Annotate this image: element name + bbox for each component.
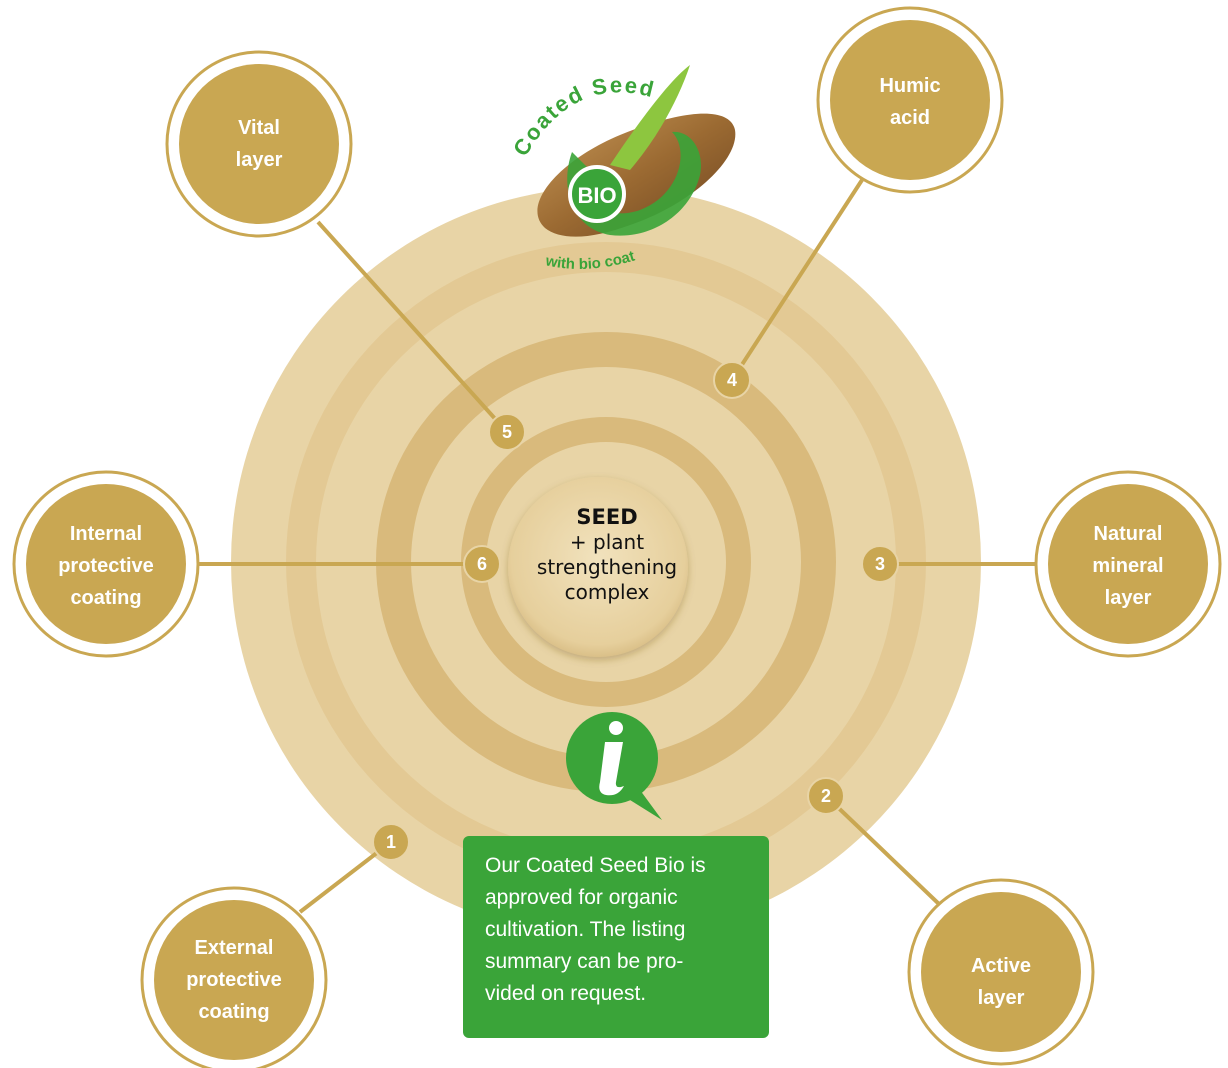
label-vital-layer: Vital layer — [184, 112, 334, 176]
label-line: External — [194, 937, 274, 959]
badge-number-6: 6 — [476, 554, 487, 574]
label-line: layer — [977, 987, 1025, 1009]
info-line: cultivation. The listing — [485, 918, 686, 941]
badge-number-2: 2 — [820, 786, 831, 806]
label-line: Humic — [879, 75, 941, 97]
badge-6 — [463, 545, 501, 583]
badge-number-5: 5 — [501, 422, 512, 442]
node-internal-protective-coating — [12, 470, 200, 658]
badge-4 — [713, 361, 751, 399]
badge-1 — [372, 823, 410, 861]
label-line: coating — [198, 1001, 270, 1023]
label-humic-acid: Humic acid — [835, 70, 985, 134]
label-line: protective — [58, 555, 154, 577]
outer-circles — [12, 6, 1222, 1068]
label-natural-mineral-layer: Natural mineral layer — [1053, 518, 1203, 614]
connector-lines — [198, 178, 1045, 914]
info-icon — [566, 712, 662, 820]
label-internal-protective-coating: Internal protective coating — [31, 518, 181, 614]
node-active-layer — [907, 878, 1095, 1066]
connector-1 — [298, 840, 393, 914]
sprout-leaf — [610, 65, 690, 170]
badge-number-1: 1 — [385, 832, 396, 852]
info-line: Our Coated Seed Bio is — [485, 854, 706, 877]
label-line: coating — [70, 587, 142, 609]
number-badges — [372, 361, 899, 861]
label-line: layer — [235, 149, 283, 171]
node-natural-mineral-layer — [1034, 470, 1222, 658]
node-humic-acid — [816, 6, 1004, 194]
seed-title: SEED — [576, 505, 638, 529]
badge-2 — [807, 777, 845, 815]
label-line: acid — [889, 107, 931, 129]
label-active-layer: Active layer — [926, 950, 1076, 1014]
seed-line-2: strengthening — [536, 555, 678, 579]
connector-2 — [824, 794, 942, 907]
seed-center-text: SEED + plant strengthening complex — [512, 505, 702, 605]
info-line: vided on request. — [485, 982, 647, 1005]
node-vital-layer — [165, 50, 353, 238]
label-line: protective — [186, 969, 282, 991]
info-line: summary can be pro- — [485, 950, 684, 973]
label-line: Vital — [238, 117, 280, 139]
badge-3 — [861, 545, 899, 583]
coated-seed-logo — [537, 65, 736, 237]
label-line: Natural — [1093, 523, 1163, 545]
info-line: approved for organic — [485, 886, 678, 909]
label-line: mineral — [1092, 555, 1164, 577]
node-external-protective-coating — [140, 886, 328, 1068]
organic-info-box: Our Coated Seed Bio is approved for orga… — [463, 836, 769, 1038]
label-external-protective-coating: External protective coating — [159, 932, 309, 1028]
bio-badge — [568, 165, 626, 223]
badge-5 — [488, 413, 526, 451]
label-line: layer — [1104, 587, 1152, 609]
label-line: Active — [970, 955, 1032, 977]
badge-number-3: 3 — [874, 554, 885, 574]
label-line: Internal — [69, 523, 143, 545]
connector-5 — [316, 220, 509, 434]
seed-center — [508, 477, 688, 657]
connector-4 — [730, 178, 864, 382]
seed-line-1: + plant — [569, 530, 645, 554]
badge-number-4: 4 — [726, 370, 737, 390]
seed-line-3: complex — [564, 580, 650, 604]
